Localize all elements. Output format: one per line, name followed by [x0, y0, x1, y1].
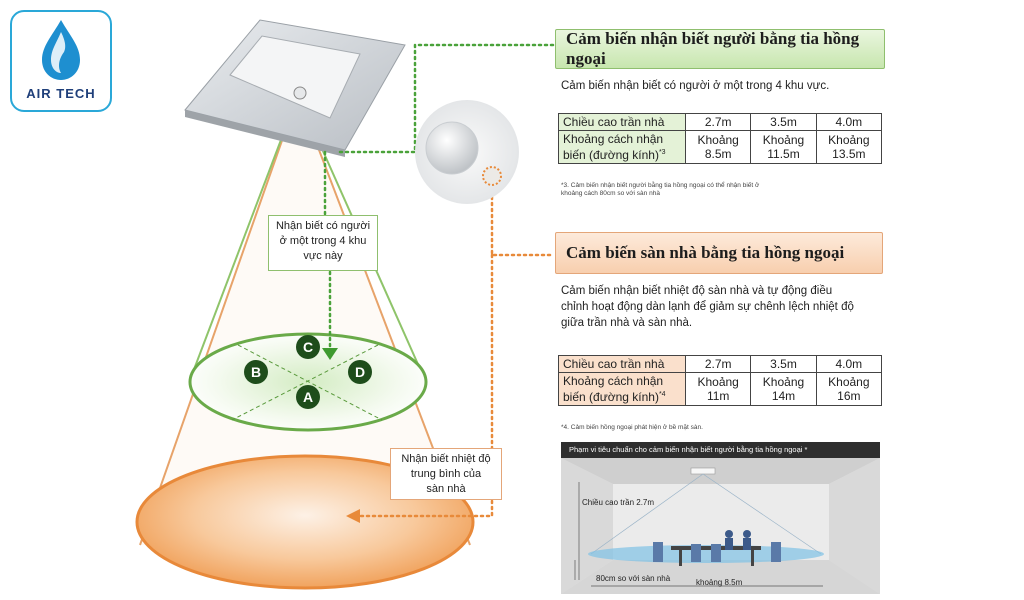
floor-sensor-footnote: *4. Cảm biến hồng ngoại phát hiện ở bề m… — [561, 424, 703, 431]
green-connector-top — [338, 43, 555, 154]
room-illustration — [561, 442, 880, 594]
people-sensor-title: Cảm biến nhận biết người bằng tia hồng n… — [555, 29, 885, 69]
label-line: Khoảng cách nhận — [563, 132, 664, 146]
description-line: chỉnh hoạt động dàn lạnh để giảm sự chên… — [561, 301, 854, 313]
cell-prefix: Khoảng — [697, 133, 739, 147]
cell-prefix: Khoảng — [828, 375, 870, 389]
cell-value: 11m — [706, 389, 730, 403]
cassette-panel — [229, 35, 361, 119]
room-coverage-title: Phạm vi tiêu chuẩn cho cảm biến nhận biế… — [561, 442, 880, 458]
height-cell: 3.5m — [750, 113, 817, 131]
height-cell: 2.7m — [684, 355, 752, 373]
height-cell: 2.7m — [684, 113, 752, 131]
green-cone-left — [189, 94, 299, 381]
height-cell: 4.0m — [815, 355, 883, 373]
people-sensor-icon — [425, 121, 479, 175]
callout-line: Nhận biết có người — [275, 220, 371, 232]
zone-divider-1 — [237, 344, 383, 421]
table-row: Chiều cao trần nhà 2.7m 3.5m 4.0m — [558, 113, 883, 131]
zone-a-marker: A — [296, 385, 320, 409]
footnote-line: *3. Cảm biến nhận biết người bằng tia hồ… — [561, 182, 760, 189]
cell-value: 11.5m — [767, 147, 800, 161]
orange-connector-top — [490, 183, 555, 257]
height-cell: 4.0m — [815, 113, 883, 131]
cell-value: 16m — [837, 389, 861, 403]
cassette-sensor — [293, 86, 307, 100]
people-sensor-description: Cảm biến nhận biết có người ở một trong … — [561, 80, 830, 92]
callout-line: trung bình của — [410, 468, 482, 480]
zone-d-marker: D — [348, 360, 372, 384]
callout-line: vực này — [303, 250, 343, 262]
zone-divider-2 — [231, 344, 379, 421]
cell-value: 13.5m — [832, 147, 866, 161]
floor-area — [135, 454, 475, 590]
green-arrowhead — [322, 348, 338, 360]
row-label-ceiling-height: Chiều cao trần nhà — [558, 355, 686, 373]
footnote-ref: *3 — [658, 149, 666, 156]
floor-sensor-description: Cảm biến nhận biết nhiệt độ sàn nhà và t… — [561, 283, 886, 331]
cassette-edge — [185, 110, 345, 157]
description-line: giữa trần nhà và sàn nhà. — [561, 317, 693, 329]
people-sensor-footnote: *3. Cảm biến nhận biết người bằng tia hồ… — [561, 182, 881, 198]
ceiling-height-label: Chiều cao trần 2.7m — [582, 498, 655, 507]
room-coverage-panel — [561, 442, 880, 594]
water-drop-icon — [42, 20, 80, 80]
zone-b-marker: B — [244, 360, 268, 384]
callout-line: Nhận biết nhiệt độ — [401, 453, 491, 465]
cell-prefix: Khoảng — [762, 133, 805, 147]
people-detection-callout: Nhận biết có người ở một trong 4 khu vực… — [268, 215, 378, 271]
cell-prefix: Khoảng — [762, 375, 805, 389]
cell-value: 8.5m — [704, 147, 732, 161]
table-row: Khoảng cách nhận biến (đường kính)*3 Kho… — [558, 130, 883, 164]
table-row: Chiều cao trần nhà 2.7m 3.5m 4.0m — [558, 355, 883, 373]
orange-connector-down — [358, 253, 494, 518]
cell-prefix: Khoảng — [697, 375, 739, 389]
people-sensor-table: Chiều cao trần nhà 2.7m 3.5m 4.0m Khoảng… — [558, 113, 883, 164]
floor-height-label: 80cm so với sàn nhà — [596, 574, 671, 583]
label-line: Khoảng cách nhận — [563, 374, 664, 388]
label-line: biến (đường kính) — [563, 148, 659, 162]
footnote-ref: *4 — [658, 391, 666, 398]
floor-sensor-icon — [482, 166, 502, 186]
row-label-detection-distance: Khoảng cách nhận biến (đường kính)*4 — [558, 372, 686, 406]
footnote-line: khoảng cách 80cm so với sàn nhà — [561, 190, 660, 197]
floor-sensor-title: Cảm biến sàn nhà bằng tia hồng ngoại — [555, 232, 883, 274]
table-row: Khoảng cách nhận biến (đường kính)*4 Kho… — [558, 372, 883, 406]
brand-logo — [10, 10, 112, 112]
distance-label: khoảng 8.5m — [696, 578, 743, 587]
orange-arrowhead — [346, 509, 360, 523]
cell-value: 14m — [771, 389, 796, 403]
row-label-detection-distance: Khoảng cách nhận biến (đường kính)*3 — [558, 130, 686, 164]
callout-line: sàn nhà — [426, 483, 466, 495]
floor-sensor-cone — [140, 95, 470, 545]
callout-line: ở một trong 4 khu — [279, 235, 367, 247]
brand-name: AIR TECH — [26, 86, 96, 101]
height-cell: 3.5m — [750, 355, 817, 373]
row-label-ceiling-height: Chiều cao trần nhà — [558, 113, 686, 131]
cone-edge-left — [139, 94, 299, 546]
cell-prefix: Khoảng — [828, 133, 870, 147]
zone-c-marker: C — [296, 335, 320, 359]
label-line: biến (đường kính) — [563, 390, 659, 404]
description-line: Cảm biến nhận biết nhiệt độ sàn nhà và t… — [561, 285, 833, 297]
floor-sensor-table: Chiều cao trần nhà 2.7m 3.5m 4.0m Khoảng… — [558, 355, 883, 406]
floor-temperature-callout: Nhận biết nhiệt độ trung bình của sàn nh… — [390, 448, 502, 500]
